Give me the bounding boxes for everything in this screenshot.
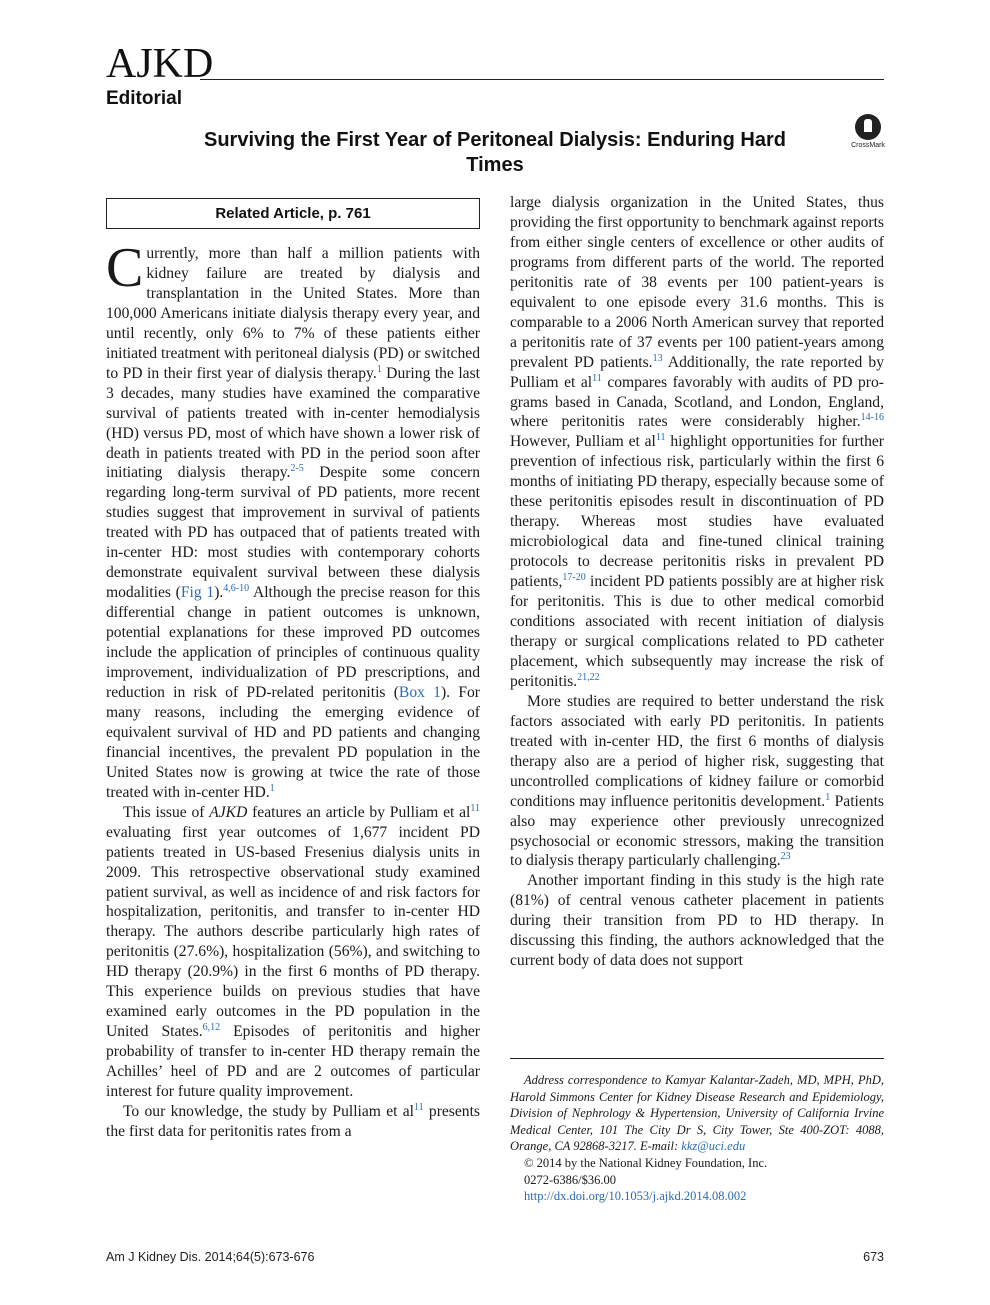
reference-link[interactable]: 17-20 <box>562 571 586 583</box>
section-label: Editorial <box>106 88 183 109</box>
text-run: Another important finding in this study … <box>510 872 884 970</box>
text-run: Patients also may experience other previ… <box>510 792 885 870</box>
related-article-box[interactable]: Related Article, p. 761 <box>106 198 480 229</box>
email-link[interactable]: kkz@uci.edu <box>681 1139 746 1154</box>
reference-link[interactable]: 13 <box>652 352 663 364</box>
text-run: This issue of <box>123 803 210 821</box>
text-run: More studies are required to better unde… <box>510 692 884 810</box>
doi-link[interactable]: http://dx.doi.org/10.1053/j.ajkd.2014.08… <box>524 1189 747 1204</box>
body-paragraph: This issue of AJKD features an article b… <box>106 803 480 1102</box>
text-run: Additionally, the rate reported by Pulli… <box>510 353 884 391</box>
text-run: presents the first data for peritonitis … <box>106 1102 480 1140</box>
text-run: ). <box>214 584 224 602</box>
footnote-rule <box>510 1058 884 1059</box>
reference-link[interactable]: 23 <box>780 851 791 863</box>
page-number: 673 <box>863 1250 884 1264</box>
reference-link[interactable]: 14-16 <box>860 412 884 424</box>
text-run: During the last 3 decades, many studies … <box>106 364 480 482</box>
reference-link[interactable]: 2-5 <box>290 463 304 475</box>
text-run: Episodes of peritonitis and higher proba… <box>106 1023 480 1101</box>
text-run: Although the precise reason for this dif… <box>106 584 481 701</box>
text-run: urrently, more than half a million patie… <box>106 245 480 382</box>
reference-link[interactable]: 21,22 <box>577 671 600 683</box>
body-paragraph: To our knowledge, the study by Pulliam e… <box>106 1102 480 1142</box>
text-run: To our knowledge, the study by Pulliam e… <box>123 1102 414 1120</box>
text-run: Despite some concern regarding long-term… <box>106 464 480 602</box>
figure-link[interactable]: Fig 1 <box>180 584 215 602</box>
text-run: ). For many reasons, including the emerg… <box>106 683 480 801</box>
italic-text: AJKD <box>209 803 248 821</box>
issn-line: 0272-6386/$36.00 <box>524 1172 617 1187</box>
text-run: large dialysis organization in the Unite… <box>510 194 884 371</box>
copyright-line: © 2014 by the National Kidney Foundation… <box>524 1155 768 1170</box>
reference-link[interactable]: 4,6-10 <box>223 583 250 595</box>
body-column-right: large dialysis organization in the Unite… <box>510 193 884 971</box>
crossmark-badge[interactable]: CrossMark <box>848 114 888 154</box>
header-rule <box>200 79 884 80</box>
body-paragraph: More studies are required to better unde… <box>510 692 884 872</box>
text-run: incident PD patients possibly are at hig… <box>510 573 884 690</box>
reference-link[interactable]: 11 <box>413 1101 424 1113</box>
figure-link[interactable]: Box 1 <box>398 683 441 701</box>
text-run: features an article by Pulliam et al <box>247 803 471 821</box>
reference-link[interactable]: 11 <box>655 432 666 444</box>
text-run: highlight op­portunities for further pre… <box>510 433 884 591</box>
journal-logo: AJKD <box>106 41 214 87</box>
journal-citation: Am J Kidney Dis. 2014;64(5):673-676 <box>106 1250 315 1264</box>
reference-link[interactable]: 1 <box>269 782 275 794</box>
text-run: evaluating first year outcomes of 1,677 … <box>106 823 480 1041</box>
reference-link[interactable]: 6,12 <box>202 1021 221 1033</box>
reference-link[interactable]: 11 <box>592 372 602 384</box>
crossmark-icon <box>855 114 881 140</box>
reference-link[interactable]: 1 <box>376 363 382 375</box>
footnote: Address correspondence to Kamyar Kalanta… <box>510 1072 884 1205</box>
reference-link[interactable]: 1 <box>825 791 831 803</box>
reference-link[interactable]: 11 <box>470 802 480 814</box>
text-run: However, Pulliam et al <box>510 433 656 451</box>
text-run: compares favorably with audits of PD pro… <box>510 373 884 431</box>
address-text: Address correspondence to Kamyar Kalanta… <box>510 1073 884 1154</box>
body-paragraph: large dialysis organization in the Unite… <box>510 193 884 692</box>
drop-cap: C <box>106 237 144 299</box>
article-title: Surviving the First Year of Peritoneal D… <box>203 129 786 176</box>
body-paragraph: Another important finding in this study … <box>510 871 884 971</box>
crossmark-label: CrossMark <box>851 142 885 149</box>
correspondence-address: Address correspondence to Kamyar Kalanta… <box>510 1072 884 1155</box>
